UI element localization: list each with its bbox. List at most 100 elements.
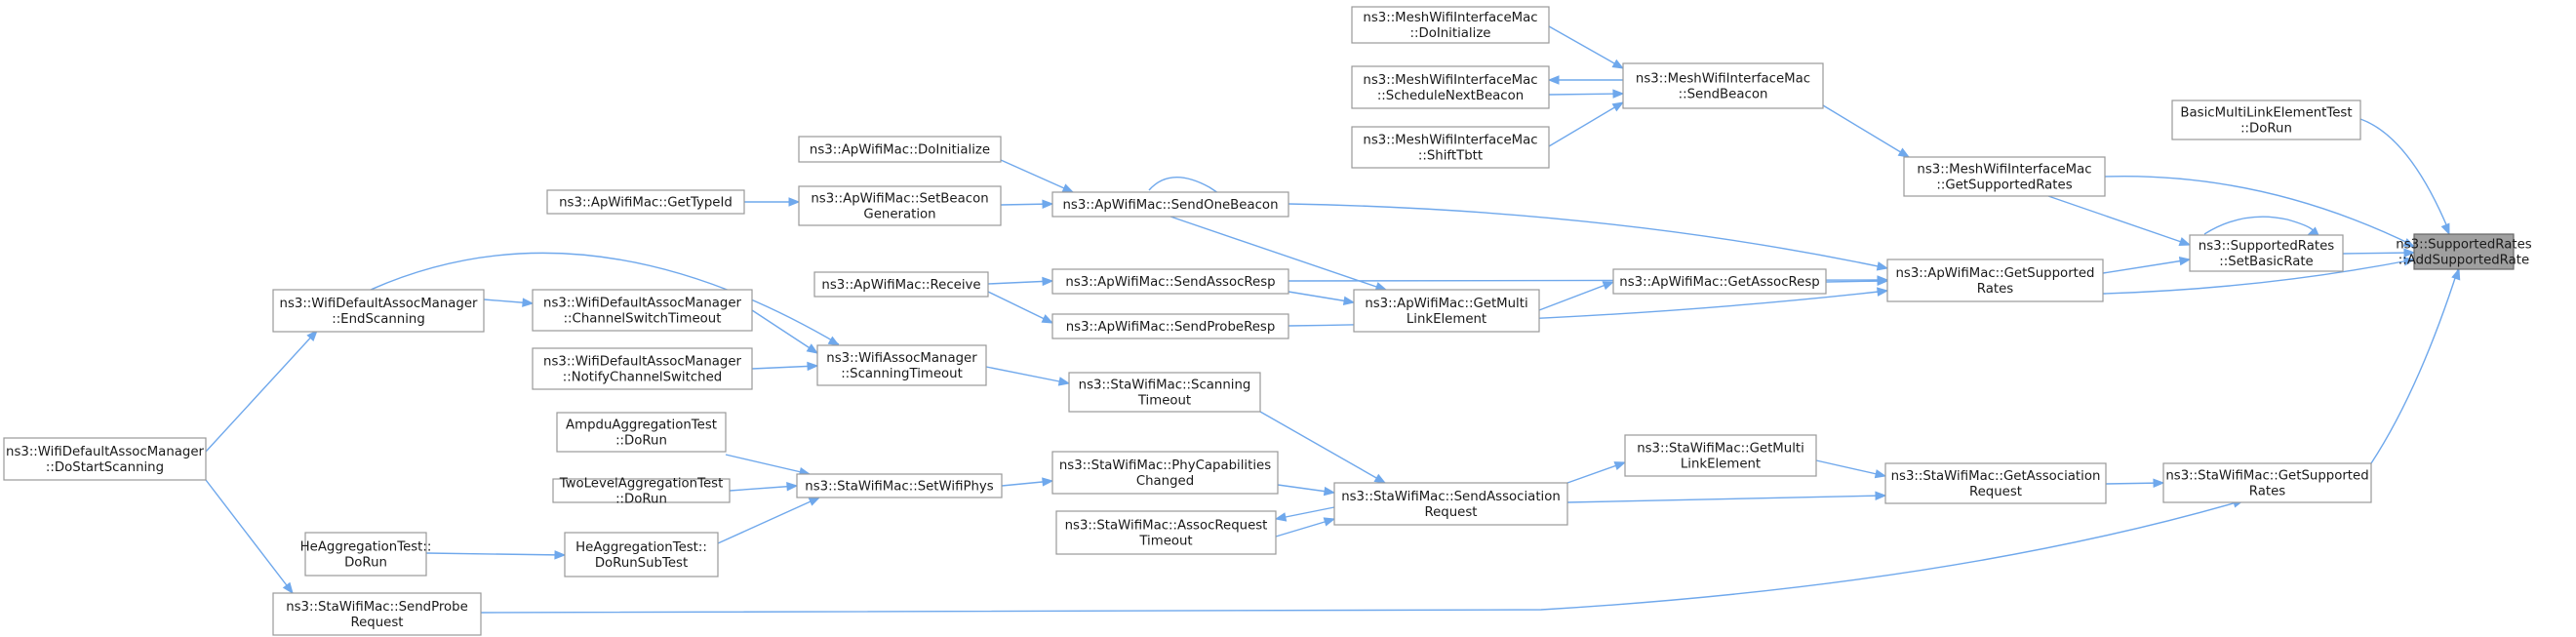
node-label: ::DoInitialize — [1410, 26, 1491, 41]
nodes: ns3::SupportedRates::AddSupportedRate Bas… — [3, 6, 2532, 636]
call-edge — [2203, 216, 2319, 236]
caller-function-node[interactable]: ns3::StaWifiMac::SetWifiPhys — [796, 473, 1003, 498]
arrowhead-icon — [1875, 491, 1887, 500]
node-box — [816, 344, 987, 386]
caller-function-node[interactable]: ns3::MeshWifiInterfaceMac::SendBeacon — [1622, 62, 1824, 109]
caller-function-node[interactable]: ns3::ApWifiMac::GetTypeId — [546, 189, 745, 215]
arrowhead-icon — [1602, 281, 1615, 291]
node-box — [2171, 100, 2361, 140]
call-edge — [483, 298, 535, 307]
node-box — [1051, 313, 1289, 339]
node-box — [1051, 191, 1289, 218]
call-edge — [205, 330, 318, 453]
node-box — [552, 478, 731, 503]
caller-function-node[interactable]: ns3::SupportedRates::SetBasicRate — [2189, 234, 2344, 272]
call-edge-line — [1169, 216, 1386, 291]
arrowhead-icon — [1061, 183, 1075, 193]
caller-function-node[interactable]: AmpduAggregationTest::DoRun — [556, 412, 727, 453]
caller-function-node[interactable]: ns3::ApWifiMac::GetAssocResp — [1612, 268, 1827, 295]
call-edge — [1288, 291, 1356, 305]
caller-function-node[interactable]: ns3::ApWifiMac::Receive — [813, 271, 989, 298]
node-label: ::NotifyChannelSwitched — [563, 371, 722, 385]
node-box — [532, 347, 753, 390]
caller-function-node[interactable]: ns3::ApWifiMac::SendProbeResp — [1051, 313, 1289, 339]
node-box — [1624, 434, 1817, 477]
node-label: ns3::ApWifiMac::DoInitialize — [810, 143, 990, 158]
call-edge-line — [2359, 118, 2449, 230]
caller-function-node[interactable]: ns3::WifiDefaultAssocManager::EndScannin… — [272, 289, 485, 333]
call-edge — [2104, 175, 2416, 248]
caller-function-node[interactable]: ns3::ApWifiMac::GetSupportedRates — [1886, 259, 2104, 302]
node-label: TwoLevelAggregationTest — [559, 477, 724, 492]
node-box — [272, 289, 485, 333]
call-edge — [425, 550, 567, 560]
arrowhead-icon — [2178, 256, 2192, 266]
arrowhead-icon — [522, 298, 535, 307]
node-label: ns3::MeshWifiInterfaceMac — [1363, 11, 1537, 25]
caller-function-node[interactable]: ns3::WifiDefaultAssocManager::ChannelSwi… — [532, 289, 753, 332]
call-edge-line — [751, 365, 818, 370]
caller-function-node[interactable]: ns3::StaWifiMac::GetSupportedRates — [2162, 462, 2372, 503]
caller-function-node[interactable]: ns3::ApWifiMac::DoInitialize — [798, 136, 1002, 163]
arrowhead-icon — [786, 481, 799, 492]
arrowhead-icon — [1897, 147, 1911, 158]
caller-function-node[interactable]: HeAggregationTest::DoRunSubTest — [564, 532, 719, 577]
call-edge-line — [1288, 291, 1355, 303]
node-label: ns3::WifiDefaultAssocManager — [543, 355, 741, 370]
caller-function-node[interactable]: ns3::MeshWifiInterfaceMac::ShiftTbtt — [1351, 126, 1550, 169]
call-edge-line — [1288, 203, 1888, 269]
root-function-node[interactable]: ns3::SupportedRates::AddSupportedRate — [2396, 233, 2532, 270]
node-box — [1622, 62, 1824, 109]
call-edge — [2359, 118, 2450, 236]
node-box — [1351, 65, 1550, 109]
node-label: ns3::StaWifiMac::GetAssociation — [1891, 469, 2101, 484]
arrowhead-icon — [1057, 377, 1071, 386]
node-box — [304, 532, 427, 577]
caller-function-node[interactable]: ns3::StaWifiMac::ScanningTimeout — [1068, 372, 1261, 413]
caller-function-node[interactable]: ns3::WifiDefaultAssocManager::DoStartSca… — [3, 437, 207, 481]
call-edge-line — [985, 366, 1070, 384]
node-box — [3, 437, 207, 481]
caller-function-node[interactable]: ns3::ApWifiMac::SendAssocResp — [1051, 268, 1289, 295]
arrowhead-icon — [1373, 473, 1387, 484]
call-edge — [2047, 195, 2192, 247]
node-label: BasicMultiLinkElementTest — [2180, 106, 2352, 121]
call-edge — [1822, 104, 1911, 158]
node-label: LinkElement — [1681, 458, 1761, 472]
node-box — [1051, 451, 1279, 495]
node-label: ns3::ApWifiMac::Receive — [821, 278, 980, 293]
call-edge — [2370, 267, 2461, 464]
node-label: ns3::ApWifiMac::SetBeacon — [811, 192, 988, 207]
node-label: ::DoStartScanning — [46, 460, 164, 475]
node-label: Timeout — [1138, 535, 1192, 549]
arrowhead-icon — [788, 197, 801, 207]
call-edge-line — [987, 291, 1053, 324]
node-label: ns3::StaWifiMac::SendProbe — [286, 600, 468, 615]
caller-function-node[interactable]: ns3::MeshWifiInterfaceMac::GetSupportedR… — [1903, 156, 2106, 197]
caller-function-node[interactable]: ns3::MeshWifiInterfaceMac::ScheduleNextB… — [1351, 65, 1550, 109]
call-edge-line — [1822, 104, 1910, 158]
arrowhead-icon — [1042, 477, 1054, 487]
call-edge — [1548, 101, 1625, 147]
caller-function-node[interactable]: ns3::WifiDefaultAssocManager::NotifyChan… — [532, 347, 753, 390]
call-edge — [1547, 75, 1623, 85]
node-box — [1351, 126, 1550, 169]
call-edge-line — [1815, 459, 1886, 477]
caller-function-node[interactable]: HeAggregationTest::DoRun — [300, 532, 432, 577]
arrowhead-icon — [2178, 237, 2192, 247]
caller-function-node[interactable]: TwoLevelAggregationTest::DoRun — [552, 477, 731, 507]
caller-function-node[interactable]: ns3::WifiAssocManager::ScanningTimeout — [816, 344, 987, 386]
call-edge-line — [1548, 93, 1624, 96]
caller-function-node[interactable]: BasicMultiLinkElementTest::DoRun — [2171, 100, 2361, 140]
caller-function-node[interactable]: ns3::MeshWifiInterfaceMac::DoInitialize — [1351, 6, 1550, 44]
call-edge-line — [2102, 259, 2191, 274]
caller-function-node[interactable]: ns3::ApWifiMac::SendOneBeacon — [1051, 191, 1289, 218]
